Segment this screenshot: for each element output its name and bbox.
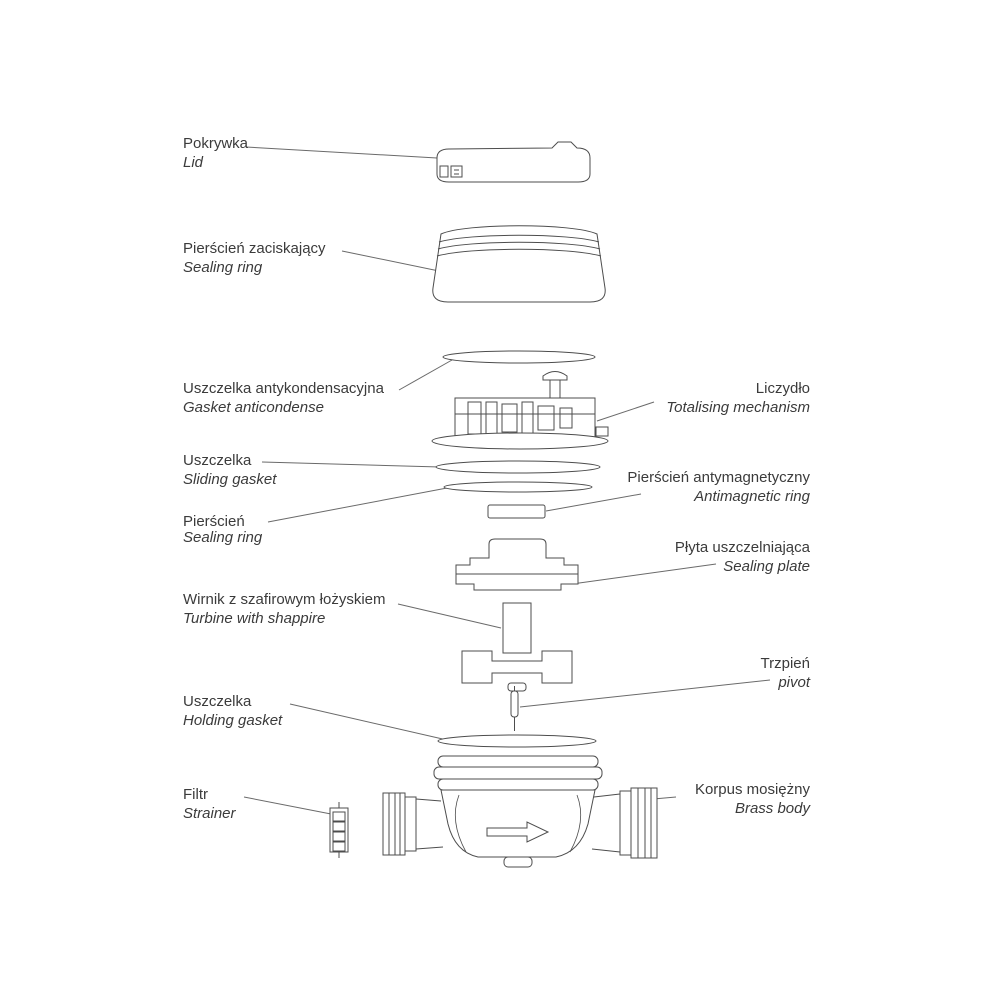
sealing-ring-mid-part [443, 481, 593, 493]
label-holding-gasket-pl: Uszczelka [183, 693, 252, 710]
label-turbine-en: Turbine with shappire [183, 610, 326, 627]
holding-gasket-part [437, 734, 597, 748]
label-antimagnetic-ring-en: Antimagnetic ring [694, 488, 810, 505]
label-sealing-ring-mid-pl: Pierścień [183, 513, 245, 530]
leader-strainer [243, 796, 332, 815]
leader-holding-gasket [289, 703, 448, 741]
leader-sealing-plate [571, 563, 717, 585]
leader-sealing-ring-mid [267, 487, 448, 523]
gasket-anticondense-part [442, 350, 596, 364]
label-pivot: Trzpień pivot [761, 654, 810, 692]
label-gasket-anticondense-pl: Uszczelka antykondensacyjna [183, 380, 384, 397]
label-strainer-pl: Filtr [183, 786, 208, 803]
antimagnetic-ring-part [487, 504, 546, 519]
leader-antimagnetic [545, 493, 642, 512]
label-totalising-mechanism-en: Totalising mechanism [666, 399, 810, 416]
brass-body-part [382, 755, 658, 868]
label-sealing-ring-top-en: Sealing ring [183, 259, 263, 276]
label-holding-gasket: Uszczelka Holding gasket [183, 692, 282, 730]
leader-pivot [519, 679, 771, 708]
label-gasket-anticondense-en: Gasket anticondense [183, 399, 324, 416]
label-pivot-pl: Trzpień [760, 655, 810, 672]
label-pivot-en: pivot [778, 674, 810, 691]
sealing-plate-part [455, 538, 579, 591]
label-turbine-pl: Wirnik z szafirowym łożyskiem [183, 591, 386, 608]
label-lid-en: Lid [183, 154, 204, 171]
label-sealing-ring-mid-en: Sealing ring [183, 529, 263, 546]
totalising-mechanism-part [431, 371, 609, 450]
label-lid: Pokrywka Lid [183, 134, 248, 172]
label-sealing-plate-en: Sealing plate [723, 558, 810, 575]
label-totalising-mechanism: Liczydło Totalising mechanism [666, 379, 810, 417]
label-lid-pl: Pokrywka [183, 135, 249, 152]
label-strainer: Filtr Strainer [183, 785, 236, 823]
leader-lid [245, 146, 438, 159]
leader-sliding-gasket [261, 461, 441, 468]
label-strainer-en: Strainer [183, 805, 236, 822]
lid-part [436, 141, 591, 183]
label-brass-body: Korpus mosiężny Brass body [695, 780, 810, 818]
label-brass-body-pl: Korpus mosiężny [694, 781, 810, 798]
label-turbine: Wirnik z szafirowym łożyskiem Turbine wi… [183, 590, 386, 628]
label-sliding-gasket: Uszczelka Sliding gasket [183, 451, 276, 489]
label-holding-gasket-en: Holding gasket [183, 712, 283, 729]
label-sliding-gasket-pl: Uszczelka [183, 452, 252, 469]
label-sealing-plate: Płyta uszczelniająca Sealing plate [675, 538, 810, 576]
label-sealing-ring-top-pl: Pierścień zaciskający [183, 240, 326, 257]
leader-totalising [596, 401, 655, 422]
leader-gasket-anticondense [398, 359, 453, 391]
label-antimagnetic-ring: Pierścień antymagnetyczny Antimagnetic r… [627, 468, 810, 506]
label-antimagnetic-ring-pl: Pierścień antymagnetyczny [627, 469, 810, 486]
label-sealing-ring-top: Pierścień zaciskający Sealing ring [183, 239, 326, 277]
pivot-part [510, 686, 519, 731]
turbine-part [461, 602, 573, 692]
label-gasket-anticondense: Uszczelka antykondensacyjna Gasket antic… [183, 379, 384, 417]
flow-arrow-icon [486, 821, 550, 843]
sliding-gasket-part [435, 460, 601, 474]
sealing-ring-top-part [432, 225, 606, 303]
strainer-part [329, 802, 349, 858]
label-sealing-ring-mid: Pierścień Sealing ring [183, 514, 262, 546]
label-sealing-plate-pl: Płyta uszczelniająca [674, 539, 810, 556]
label-brass-body-en: Brass body [734, 800, 810, 817]
label-sliding-gasket-en: Sliding gasket [183, 471, 277, 488]
leader-turbine [397, 603, 502, 629]
leader-lines [243, 146, 771, 815]
label-totalising-mechanism-pl: Liczydło [755, 380, 810, 397]
